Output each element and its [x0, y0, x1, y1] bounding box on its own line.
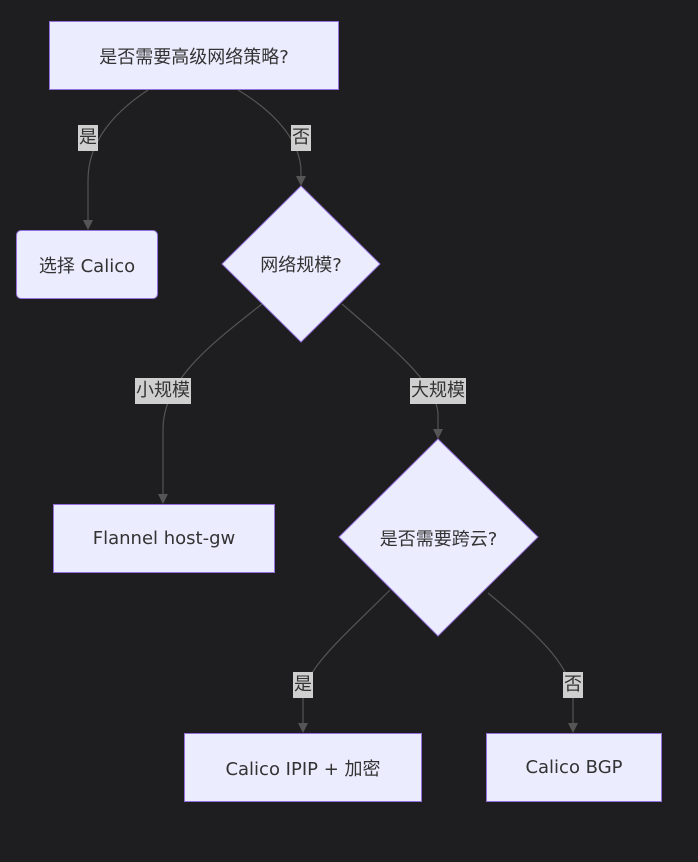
node-flannel-host-gw: Flannel host-gw [53, 504, 275, 573]
node-label: 网络规模? [260, 255, 342, 276]
edge-label-policy-no: 否 [291, 125, 311, 151]
node-label: Calico BGP [525, 757, 623, 778]
node-cross-cloud-question: 是否需要跨云? [339, 439, 538, 636]
edge-label-policy-yes: 是 [78, 125, 98, 151]
node-choose-calico: 选择 Calico [16, 230, 158, 299]
node-label: 是否需要跨云? [379, 528, 498, 550]
node-label: 是否需要高级网络策略? [99, 46, 289, 68]
node-calico-bgp: Calico BGP [486, 733, 662, 802]
node-network-scale-question: 网络规模? [222, 186, 380, 342]
node-calico-ipip: Calico IPIP + 加密 [184, 733, 422, 802]
node-advanced-policy-question: 是否需要高级网络策略? [49, 21, 339, 90]
edge-scale-large [341, 303, 443, 439]
edge-label-cloud-no: 否 [563, 672, 583, 698]
edge-label-cloud-yes: 是 [293, 672, 313, 698]
node-label: Flannel host-gw [92, 528, 236, 549]
edge-scale-small [158, 303, 263, 504]
edge-policy-yes [83, 89, 149, 230]
node-label: 选择 Calico [38, 255, 136, 277]
edge-label-scale-large: 大规模 [410, 378, 466, 404]
network-scale-diamond [221, 185, 381, 343]
cross-cloud-diamond [338, 438, 539, 637]
edge-label-scale-small: 小规模 [135, 378, 191, 404]
node-label: Calico IPIP + 加密 [225, 758, 381, 780]
edge-policy-no [237, 89, 306, 186]
